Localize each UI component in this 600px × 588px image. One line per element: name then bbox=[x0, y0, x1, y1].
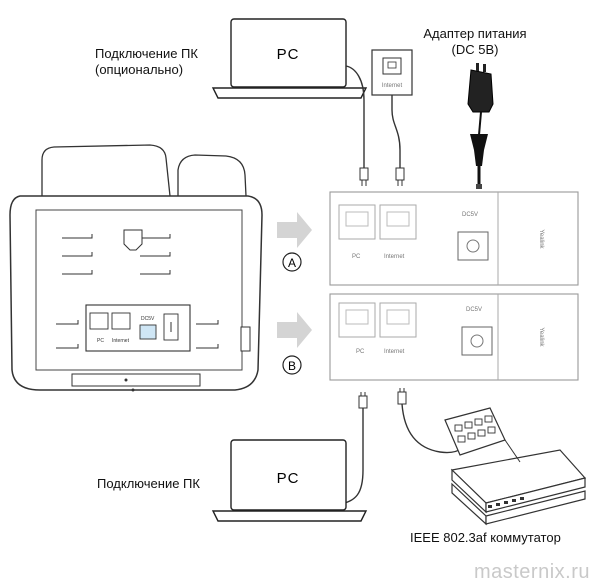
panel-a-dc: DC5V bbox=[462, 212, 478, 218]
panel-b-dc: DC5V bbox=[466, 307, 482, 313]
phone-port-pc: PC bbox=[97, 338, 104, 344]
ip-phone-rear: PC Internet DC5V bbox=[9, 144, 263, 392]
panel-a-port-internet: Internet bbox=[384, 254, 405, 260]
cable-internet-top bbox=[391, 95, 401, 170]
wall-socket: Internet bbox=[371, 49, 413, 96]
panel-b-port-internet: Internet bbox=[384, 349, 405, 355]
rj45-plug-switch bbox=[397, 388, 407, 405]
option-b-marker: B bbox=[282, 355, 302, 375]
pc-optional-label: Подключение ПК (опционально) bbox=[95, 46, 215, 78]
panel-a-brand: Yealink bbox=[538, 229, 544, 249]
power-adapter-label: Адаптер питания (DC 5В) bbox=[410, 26, 540, 58]
option-b-label: B bbox=[288, 359, 296, 373]
option-a-marker: A bbox=[282, 252, 302, 272]
option-a-label: A bbox=[288, 256, 296, 270]
wall-socket-label: Internet bbox=[382, 83, 403, 89]
laptop-top: PC bbox=[211, 18, 368, 99]
panel-a-port-pc: PC bbox=[352, 254, 361, 260]
rear-panel-a: PC Internet DC5V Yealink bbox=[329, 191, 579, 286]
laptop-top-label: PC bbox=[277, 46, 300, 63]
switch-label: IEEE 802.3af коммутатор bbox=[410, 530, 561, 545]
pc-optional-label-line1: Подключение ПК bbox=[95, 46, 198, 61]
poe-switch-icon bbox=[444, 407, 587, 526]
pc-connect-bottom-label: Подключение ПК bbox=[97, 476, 200, 491]
rear-panel-b: PC Internet DC5V Yealink bbox=[329, 293, 579, 381]
cable-pc-top bbox=[345, 65, 365, 170]
rj45-plug-pc-top bbox=[359, 167, 369, 186]
arrow-b bbox=[277, 312, 312, 348]
power-adapter-label-line2: (DC 5В) bbox=[451, 42, 499, 57]
panel-b-port-pc: PC bbox=[356, 349, 365, 355]
power-adapter-icon bbox=[467, 63, 494, 189]
laptop-bottom-label: PC bbox=[277, 470, 300, 487]
panel-b-brand: Yealink bbox=[538, 327, 544, 347]
arrow-a bbox=[277, 212, 312, 248]
rj45-plug-pc-bottom bbox=[358, 392, 368, 409]
watermark: masternix.ru bbox=[473, 561, 590, 583]
rj45-plug-internet-top bbox=[395, 167, 405, 186]
power-adapter-label-line1: Адаптер питания bbox=[423, 26, 527, 41]
phone-port-dc: DC5V bbox=[141, 316, 155, 322]
pc-optional-label-line2: (опционально) bbox=[95, 62, 184, 77]
phone-port-internet: Internet bbox=[112, 338, 130, 344]
laptop-bottom: PC bbox=[211, 439, 368, 522]
